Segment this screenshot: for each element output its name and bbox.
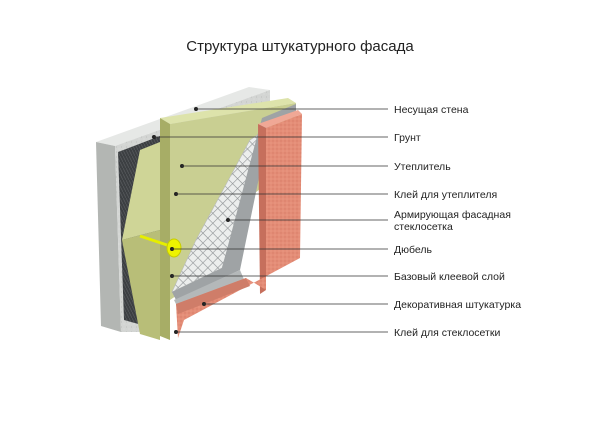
layer-label: Базовый клеевой слой — [394, 271, 505, 283]
layer-label: Дюбель — [394, 244, 432, 256]
dowel — [139, 234, 182, 258]
layer-label: Клей для утеплителя — [394, 189, 497, 201]
layer-label: Клей для стеклосетки — [394, 327, 500, 339]
leader-lines — [152, 107, 388, 334]
layer-label: Несущая стена — [394, 104, 469, 116]
layer-label: Декоративная штукатурка — [394, 299, 521, 311]
layer-label: Утеплитель — [394, 161, 451, 173]
layer-label: Грунт — [394, 132, 421, 144]
decorative-plaster — [176, 110, 302, 338]
diagram-title: Структура штукатурного фасада — [186, 38, 414, 55]
